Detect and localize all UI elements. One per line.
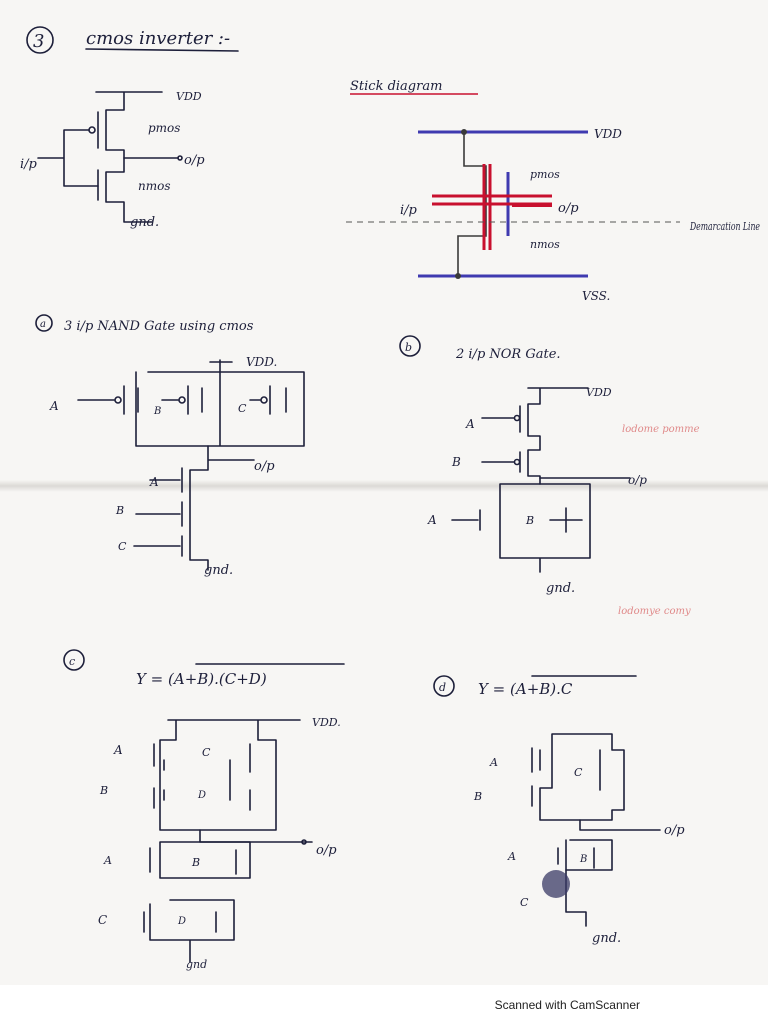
inverter-vdd-label: VDD bbox=[176, 90, 202, 103]
nor-faint-note-1: lodome pomme bbox=[622, 424, 700, 435]
func-c-output-label: o/p bbox=[316, 843, 337, 858]
scanner-watermark: Scanned with CamScanner bbox=[494, 998, 640, 1012]
func-c-pulldown-input-c: C bbox=[98, 913, 107, 927]
nor-pulldown-input-b: B bbox=[525, 514, 534, 527]
stick-diagram-title: Stick diagram bbox=[350, 79, 442, 94]
nor-section-label: b bbox=[405, 341, 412, 354]
demarcation-label: Demarcation Line bbox=[689, 220, 760, 233]
inverter-gnd-label: gnd. bbox=[130, 215, 159, 230]
func-d-section-label: d bbox=[439, 681, 446, 694]
nand-gnd-label: gnd. bbox=[204, 563, 233, 578]
nor-gate-diagram: b 2 i/p NOR Gate. VDD o/p gnd. A B A B l… bbox=[399, 335, 700, 617]
func-d-gnd-label: gnd. bbox=[592, 931, 621, 946]
function-c-diagram: c Y = (A+B).(C+D) VDD. o/p gnd A B C D A… bbox=[63, 649, 345, 971]
nor-faint-note-2: lodomye comy bbox=[618, 606, 691, 617]
nor-title: 2 i/p NOR Gate. bbox=[455, 347, 561, 362]
nor-pullup-input-a: A bbox=[465, 417, 475, 431]
page-header: 3 cmos inverter :- bbox=[26, 26, 239, 54]
func-d-output-label: o/p bbox=[664, 823, 685, 838]
nand-output-label: o/p bbox=[254, 459, 275, 474]
stick-nmos-label: nmos bbox=[530, 238, 560, 251]
nand-title: 3 i/p NAND Gate using cmos bbox=[64, 319, 254, 334]
func-c-pullup-input-d: D bbox=[197, 790, 206, 801]
func-c-pullup-input-c: C bbox=[202, 746, 211, 759]
stick-vdd-label: VDD bbox=[594, 127, 622, 141]
nor-vdd-label: VDD bbox=[586, 386, 612, 399]
page-number-circle bbox=[26, 26, 54, 54]
func-d-pullup-input-b: B bbox=[473, 790, 482, 803]
inverter-nmos-label: nmos bbox=[138, 179, 171, 193]
nor-gnd-label: gnd. bbox=[546, 581, 575, 596]
nor-pullup-input-b: B bbox=[451, 455, 461, 469]
func-c-pullup-input-b: B bbox=[99, 784, 108, 797]
inverter-title: cmos inverter :- bbox=[86, 28, 230, 49]
func-d-pullup-input-a: A bbox=[489, 756, 498, 769]
func-c-pullup-input-a: A bbox=[113, 743, 123, 757]
func-d-pulldown-input-b: B bbox=[579, 854, 587, 865]
func-d-pulldown-input-a: A bbox=[507, 850, 516, 863]
func-c-pulldown-input-b: B bbox=[191, 856, 200, 869]
scribble-mark bbox=[542, 870, 570, 898]
nand-pulldown-input-b: B bbox=[115, 504, 124, 517]
nand-section-label: a bbox=[40, 319, 46, 330]
inverter-input-label: i/p bbox=[20, 157, 38, 172]
page-fold bbox=[0, 480, 768, 492]
inverter-schematic: VDD pmos nmos i/p o/p gnd. bbox=[20, 90, 205, 230]
func-c-pulldown-input-d: D bbox=[177, 916, 186, 927]
function-d-diagram: d Y = (A+B).C o/p gnd. A B C A B C bbox=[433, 675, 685, 946]
stick-output-label: o/p bbox=[558, 201, 579, 216]
nand-gate-diagram: a 3 i/p NAND Gate using cmos VDD. o/p gn… bbox=[35, 314, 305, 578]
stick-vss-label: VSS. bbox=[582, 289, 610, 303]
func-d-pullup-input-c: C bbox=[574, 766, 583, 779]
nand-pullup-input-c: C bbox=[238, 402, 247, 415]
inverter-output-label: o/p bbox=[184, 153, 205, 168]
nand-pulldown-input-c: C bbox=[118, 540, 127, 553]
nand-pullup-input-b: B bbox=[153, 406, 161, 417]
nand-pullup-input-a: A bbox=[49, 399, 59, 413]
stick-diagram: Stick diagram VDD VSS. pmos nmos i/p o/p… bbox=[346, 79, 760, 303]
page-number: 3 bbox=[33, 31, 44, 52]
scanner-footer: Scanned with CamScanner bbox=[0, 985, 768, 1024]
func-c-equation: Y = (A+B).(C+D) bbox=[136, 670, 267, 688]
func-c-section-label: c bbox=[69, 655, 75, 668]
func-d-pulldown-input-c: C bbox=[520, 896, 529, 909]
func-c-vdd-label: VDD. bbox=[312, 716, 341, 729]
notebook-page bbox=[0, 0, 768, 985]
stick-input-label: i/p bbox=[400, 203, 418, 218]
func-c-gnd-label: gnd bbox=[186, 958, 207, 971]
func-c-pulldown-input-a: A bbox=[103, 854, 112, 867]
nor-output-label: o/p bbox=[628, 473, 647, 487]
func-d-equation: Y = (A+B).C bbox=[478, 680, 573, 698]
handwritten-notes: 3 cmos inverter :- VDD pmos nmos i/p o/p… bbox=[20, 26, 760, 971]
nand-vdd-label: VDD. bbox=[246, 355, 277, 369]
stick-pmos-label: pmos bbox=[530, 168, 560, 181]
inverter-pmos-label: pmos bbox=[148, 121, 180, 135]
nand-pulldown-input-a: A bbox=[149, 475, 159, 489]
nor-pulldown-input-a: A bbox=[427, 513, 437, 527]
title-underline bbox=[85, 48, 239, 52]
